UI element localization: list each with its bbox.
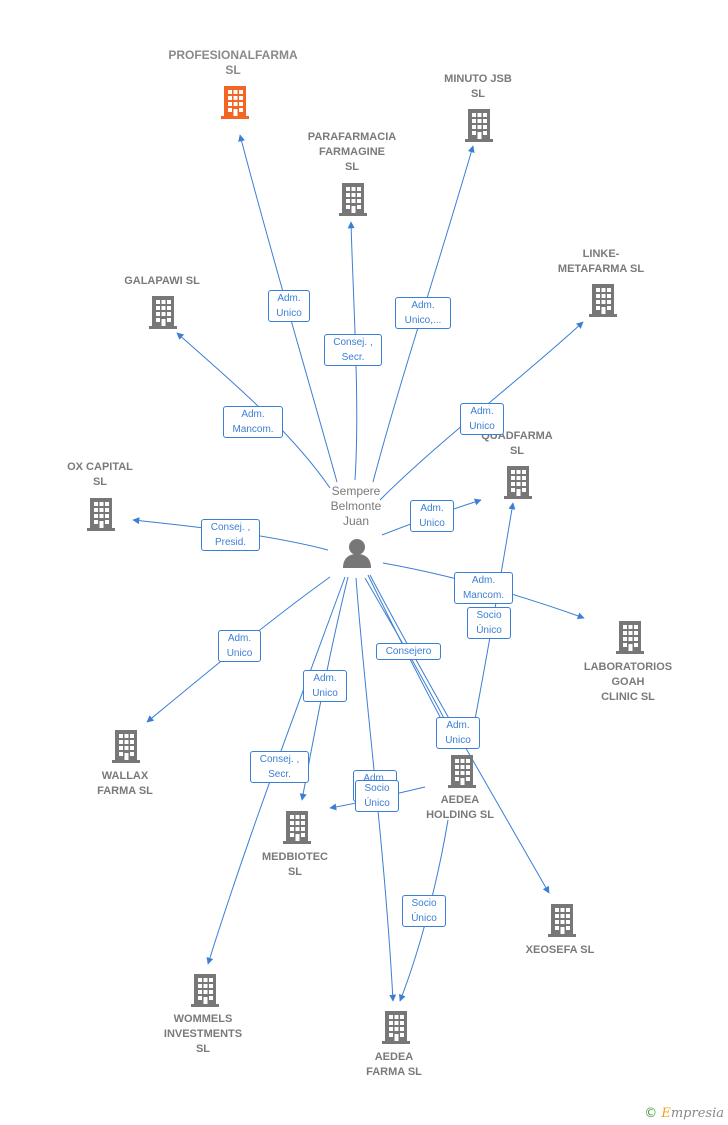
edge-label-e-laboratorios[interactable]: Adm. Mancom.: [454, 572, 513, 604]
company-label-parafarmacia[interactable]: PARAFARMACIA FARMAGINE SL: [307, 131, 397, 173]
company-label-galapawi[interactable]: GALAPAWI SL: [124, 275, 200, 287]
edge-label-e-oxcapital[interactable]: Consej. , Presid.: [201, 519, 260, 551]
person-icon[interactable]: [343, 539, 371, 568]
brand-logo-e: E: [661, 1106, 671, 1121]
company-label-minuto[interactable]: MINUTO JSB SL: [444, 73, 512, 100]
building-icon-galapawi[interactable]: [149, 296, 177, 329]
building-icon-laboratorios[interactable]: [616, 621, 644, 654]
person-name[interactable]: Sempere Belmonte Juan: [330, 484, 382, 528]
building-icon-aedeaholding[interactable]: [448, 755, 476, 788]
edge-label-e-quad-socio[interactable]: Socio Único: [467, 607, 511, 639]
edge-label-e-quadfarma[interactable]: Adm. Unico: [410, 500, 454, 532]
building-icon-oxcapital[interactable]: [87, 498, 115, 531]
edge-label-e-minuto[interactable]: Adm. Unico,...: [395, 297, 451, 329]
edge-label-e-profesionalfarma[interactable]: Adm. Unico: [268, 290, 310, 322]
building-icon-profesionalfarma[interactable]: [221, 86, 249, 119]
footer-brand: © Empresia: [644, 1106, 724, 1121]
building-icon-medbiotec[interactable]: [283, 811, 311, 844]
edge-label-e-holding-farma[interactable]: Socio Único: [402, 895, 446, 927]
building-icon-minuto[interactable]: [465, 109, 493, 142]
copyright-icon: ©: [644, 1106, 658, 1121]
edge-label-e-linke[interactable]: Adm. Unico: [460, 403, 504, 435]
company-label-xeosefa[interactable]: XEOSEFA SL: [525, 944, 595, 956]
edge-label-e-medbiotec[interactable]: Adm. Unico: [303, 670, 347, 702]
company-label-wommels[interactable]: WOMMELS INVESTMENTS SL: [163, 1013, 243, 1055]
brand-name: mpresia: [670, 1106, 724, 1121]
building-icon-quadfarma[interactable]: [504, 466, 532, 499]
edge-label-e-wallax[interactable]: Adm. Unico: [218, 630, 261, 662]
company-label-linke[interactable]: LINKE- METAFARMA SL: [557, 248, 645, 275]
building-icon-aedeafarma[interactable]: [382, 1011, 410, 1044]
building-icon-parafarmacia[interactable]: [339, 183, 367, 216]
edge-label-e-consejero[interactable]: Consejero: [376, 643, 441, 660]
company-label-aedeafarma[interactable]: AEDEA FARMA SL: [366, 1051, 422, 1078]
building-icon-linke[interactable]: [589, 284, 617, 317]
building-icon-wommels[interactable]: [191, 974, 219, 1007]
edge-label-e-galapawi[interactable]: Adm. Mancom.: [223, 406, 283, 438]
company-label-laboratorios[interactable]: LABORATORIOS GOAH CLINIC SL: [583, 661, 673, 703]
company-label-wallax[interactable]: WALLAX FARMA SL: [97, 770, 153, 797]
building-icon-wallax[interactable]: [112, 730, 140, 763]
edge-label-e-aedeaholding[interactable]: Adm. Unico: [436, 717, 480, 749]
company-label-profesionalfarma[interactable]: PROFESIONALFARMA SL: [168, 48, 298, 77]
building-icon-xeosefa[interactable]: [548, 904, 576, 937]
company-label-oxcapital[interactable]: OX CAPITAL SL: [67, 461, 133, 488]
edge-label-e-wommels[interactable]: Consej. , Secr.: [250, 751, 309, 783]
edge-label-e-holding-medbiotec[interactable]: Socio Único: [355, 780, 399, 812]
edge-label-e-parafarmacia[interactable]: Consej. , Secr.: [324, 334, 382, 366]
company-label-medbiotec[interactable]: MEDBIOTEC SL: [262, 851, 328, 878]
company-label-aedeaholding[interactable]: AEDEA HOLDING SL: [426, 794, 494, 821]
